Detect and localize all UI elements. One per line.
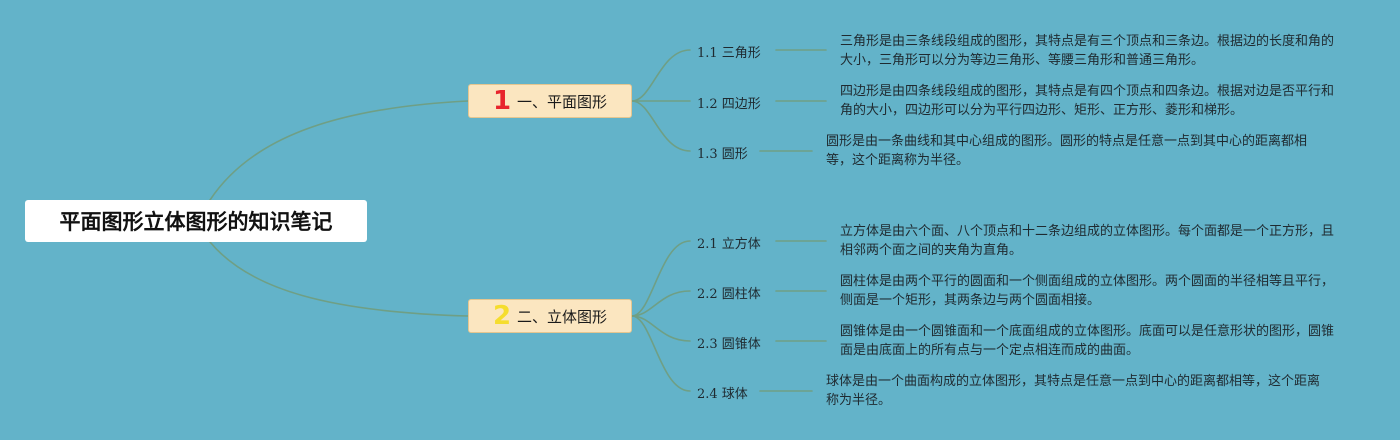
branch-label: 二、立体图形 (517, 307, 608, 326)
link-b1-t1 (631, 49, 691, 102)
desc-cube: 立方体是由六个面、八个顶点和十二条边组成的立体图形。每个面都是一个正方形，且相邻… (840, 224, 1335, 258)
topic-cylinder[interactable]: 2.2 圆柱体 (697, 287, 761, 302)
branch-node-solid[interactable]: 2 二、立体图形 (468, 299, 632, 333)
link-b2-t3 (631, 315, 691, 342)
topic-cone[interactable]: 2.3 圆锥体 (697, 337, 761, 352)
desc-cylinder: 圆柱体是由两个平行的圆面和一个侧面组成的立体图形。两个圆面的半径相等且平行，侧面… (840, 274, 1335, 308)
topic-circle[interactable]: 1.3 圆形 (697, 147, 748, 162)
link-b2-t1 (631, 240, 691, 317)
topic-sphere[interactable]: 2.4 球体 (697, 387, 748, 402)
desc-sphere: 球体是由一个曲面构成的立体图形，其特点是任意一点到中心的距离都相等，这个距离称为… (826, 374, 1321, 408)
desc-triangle: 三角形是由三条线段组成的图形，其特点是有三个顶点和三条边。根据边的长度和角的大小… (840, 34, 1335, 68)
link-b2-t2 (631, 290, 691, 317)
root-node[interactable]: 平面图形立体图形的知识笔记 (25, 200, 367, 242)
link-b1-t3 (631, 100, 691, 152)
topic-quadrilateral[interactable]: 1.2 四边形 (697, 97, 761, 112)
desc-circle: 圆形是由一条曲线和其中心组成的图形。圆形的特点是任意一点到其中心的距离都相等，这… (826, 134, 1308, 168)
desc-cone: 圆锥体是由一个圆锥面和一个底面组成的立体图形。底面可以是任意形状的图形，圆锥面是… (840, 324, 1335, 358)
branch-label: 一、平面图形 (517, 92, 608, 111)
link-root-branch1 (209, 100, 469, 201)
root-title: 平面图形立体图形的知识笔记 (59, 210, 333, 234)
branch-node-plane[interactable]: 1 一、平面图形 (468, 84, 632, 118)
topic-cube[interactable]: 2.1 立方体 (697, 237, 761, 252)
number-badge-2: 2 (492, 301, 512, 331)
desc-quadrilateral: 四边形是由四条线段组成的图形，其特点是有四个顶点和四条边。根据对边是否平行和角的… (840, 84, 1335, 118)
link-b2-t4 (631, 315, 691, 392)
topic-triangle[interactable]: 1.1 三角形 (697, 46, 761, 61)
number-badge-1: 1 (492, 86, 512, 116)
link-root-branch2 (209, 241, 469, 317)
